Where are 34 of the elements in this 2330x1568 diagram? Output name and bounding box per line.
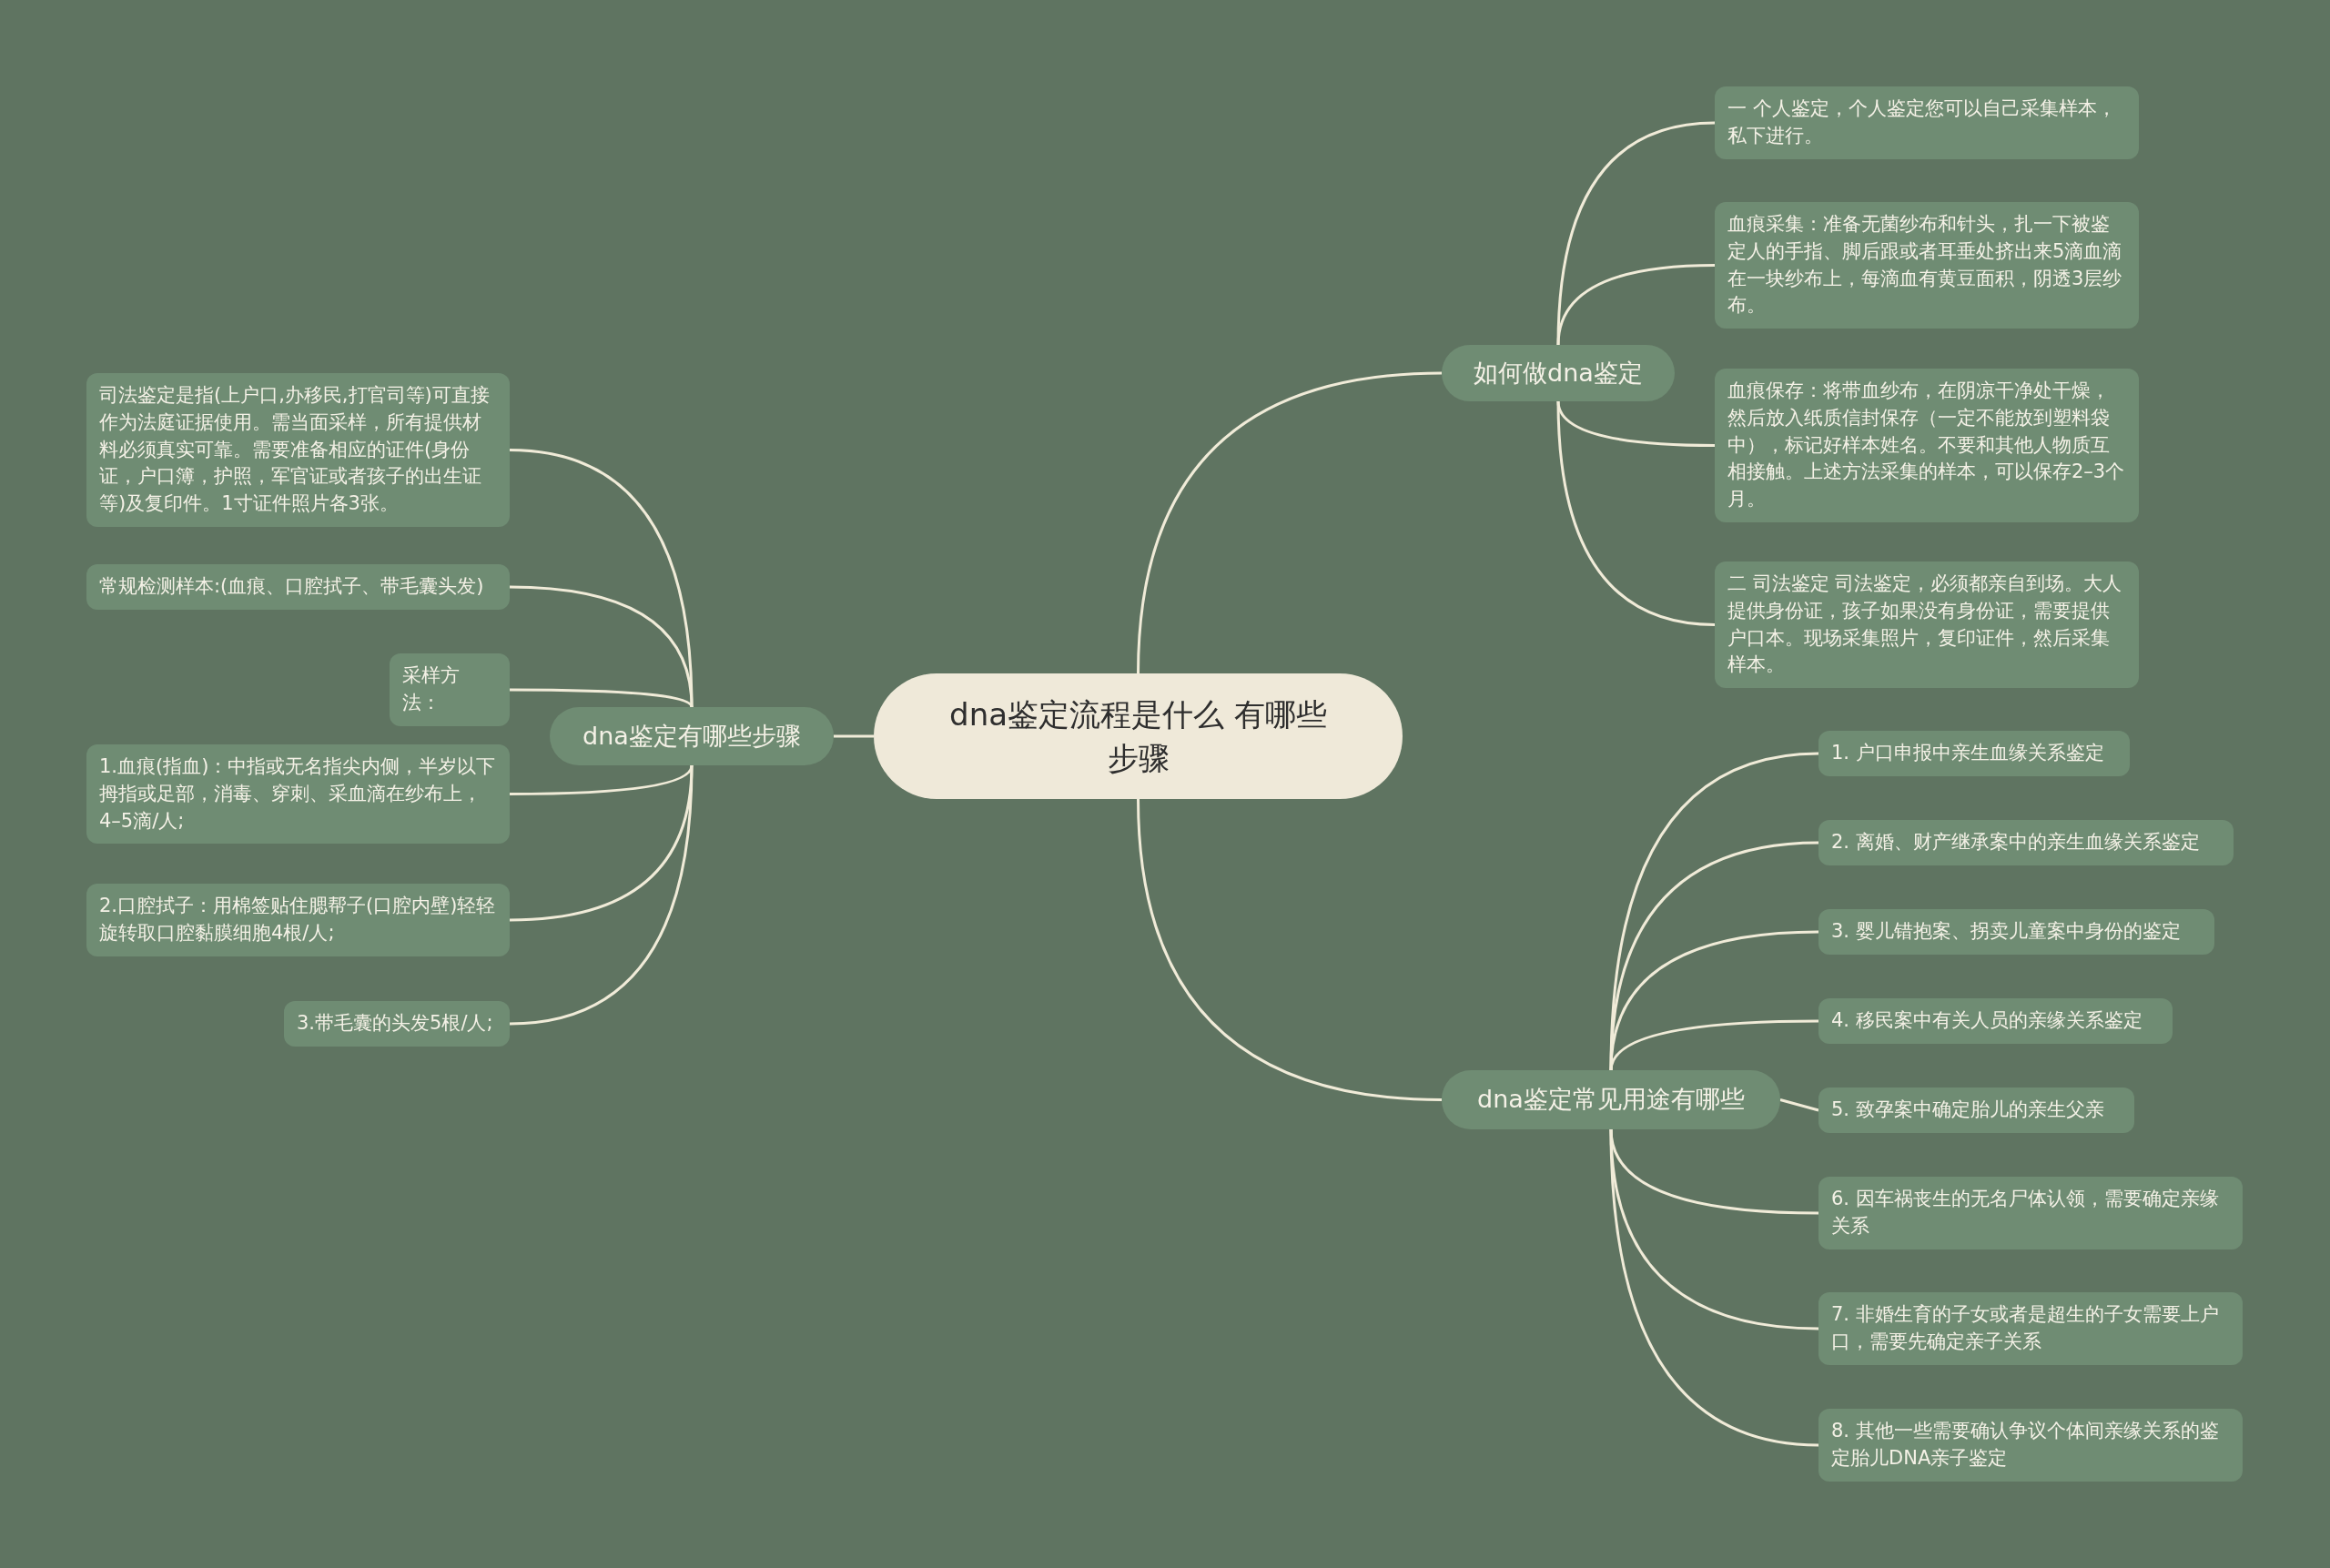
topic-card: 4. 移民案中有关人员的亲缘关系鉴定	[1818, 998, 2173, 1044]
connector-line	[509, 764, 694, 1026]
topic-card: 2.口腔拭子：用棉签贴住腮帮子(口腔内壁)轻轻旋转取口腔黏膜细胞4根/人;	[86, 884, 510, 956]
topic-card: 7. 非婚生育的子女或者是超生的子女需要上户口，需要先确定亲子关系	[1818, 1292, 2243, 1365]
topic-card: 3.带毛囊的头发5根/人;	[284, 1001, 510, 1047]
branch-topic: dna鉴定有哪些步骤	[550, 707, 834, 765]
connector-line	[510, 688, 694, 708]
connector-line	[1779, 1098, 1819, 1112]
connector-line	[834, 734, 874, 738]
connector-line	[1556, 400, 1716, 626]
topic-card: 6. 因车祸丧生的无名尸体认领，需要确定亲缘关系	[1818, 1177, 2243, 1249]
connector-line	[1609, 1019, 1818, 1071]
topic-card: 1. 户口申报中亲生血缘关系鉴定	[1818, 731, 2130, 776]
topic-card: 司法鉴定是指(上户口,办移民,打官司等)可直接作为法庭证据使用。需当面采样，所有提供材料必须真实可靠。需要准备相应的证件(身份证，户口簿，护照，军官证或者孩子的出生证等)及复印件。1寸证件照片各3张。	[86, 373, 510, 528]
topic-card: 二 司法鉴定 司法鉴定，必须都亲自到场。大人提供身份证，孩子如果没有身份证，需要提供户口本。现场采集照片，复印证件，然后采集样本。	[1715, 561, 2139, 689]
topic-card: 1.血痕(指血)：中指或无名指尖内侧，半岁以下拇指或足部，消毒、穿刺、采血滴在纱布上，4–5滴/人;	[86, 744, 510, 845]
topic-card: 8. 其他一些需要确认争议个体间亲缘关系的鉴定胎儿DNA亲子鉴定	[1818, 1409, 2243, 1482]
connector-line	[1556, 264, 1716, 346]
topic-card: 3. 婴儿错抱案、拐卖儿童案中身份的鉴定	[1818, 909, 2214, 955]
connector-line	[1609, 841, 1819, 1071]
topic-card: 一 个人鉴定，个人鉴定您可以自己采集样本，私下进行。	[1715, 86, 2139, 159]
connector-line	[1609, 1128, 1819, 1447]
topic-card: 血痕保存：将带血纱布，在阴凉干净处干燥，然后放入纸质信封保存（一定不能放到塑料袋中），标记好样本姓名。不要和其他人物质互相接触。上述方法采集的样本，可以保存2–3个月。	[1715, 369, 2139, 523]
connector-line	[1556, 121, 1716, 346]
topic-card: 血痕采集：准备无菌纱布和针头，扎一下被鉴定人的手指、脚后跟或者耳垂处挤出来5滴血滴在一块纱布上，每滴血有黄豆面积，阴透3层纱布。	[1715, 202, 2139, 329]
topic-card: 常规检测样本:(血痕、口腔拭子、带毛囊头发)	[86, 564, 510, 610]
branch-topic: dna鉴定常见用途有哪些	[1442, 1070, 1780, 1129]
topic-card: 2. 离婚、财产继承案中的亲生血缘关系鉴定	[1818, 820, 2234, 865]
topic-card: 采样方法：	[390, 653, 510, 726]
connector-line	[1137, 371, 1443, 674]
branch-topic: 如何做dna鉴定	[1442, 345, 1675, 401]
connector-line	[1137, 798, 1443, 1101]
topic-card: 5. 致孕案中确定胎儿的亲生父亲	[1818, 1087, 2134, 1133]
central-topic: dna鉴定流程是什么 有哪些步骤	[874, 673, 1403, 799]
